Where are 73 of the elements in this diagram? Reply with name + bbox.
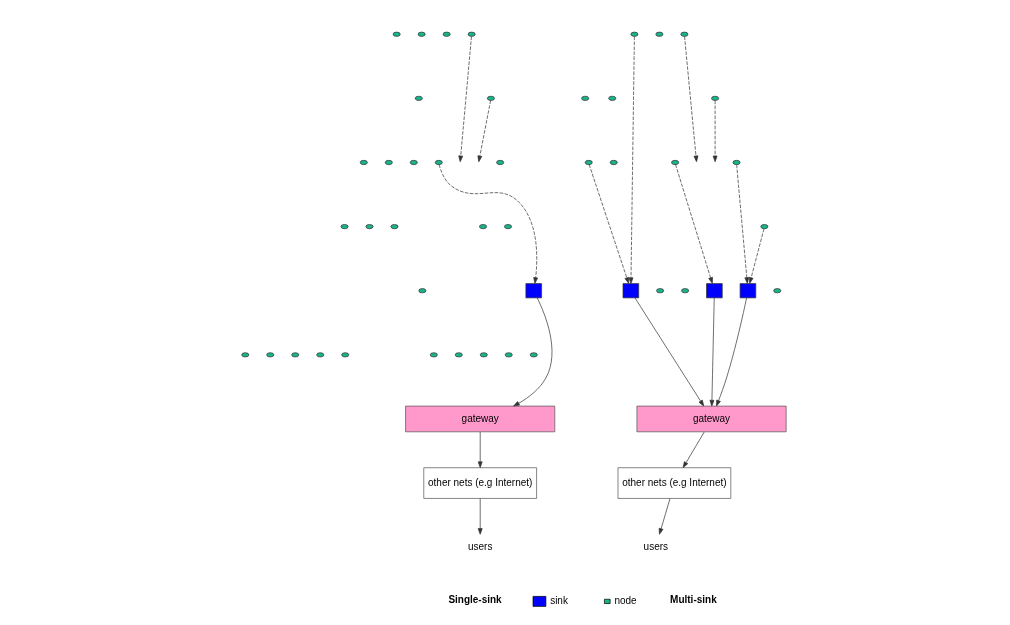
node-circle <box>486 95 495 101</box>
node-circle <box>414 95 423 101</box>
node-box: other nets (e.g Internet) <box>617 467 732 499</box>
node-circle <box>384 160 393 165</box>
node-box <box>525 283 542 299</box>
node-box: other nets (e.g Internet) <box>423 467 537 499</box>
node-circle <box>581 95 590 101</box>
node-circle <box>359 160 368 165</box>
node-circle <box>609 160 618 165</box>
node-circle <box>773 288 782 294</box>
node-box <box>622 283 640 299</box>
node-circle <box>417 31 426 37</box>
legend-label: node <box>614 595 637 607</box>
node-circle <box>681 288 690 294</box>
arrow <box>658 498 671 535</box>
node-circle <box>479 352 488 358</box>
arrow <box>458 36 472 163</box>
node-circle <box>442 31 451 37</box>
arrow <box>634 297 705 407</box>
arrow <box>438 164 538 284</box>
node-circle <box>390 224 399 230</box>
arrow <box>712 100 718 163</box>
arrow <box>477 100 491 163</box>
node-circle <box>504 224 512 230</box>
node-circle <box>479 224 487 230</box>
node-circle <box>365 224 374 230</box>
node-circle <box>418 288 427 294</box>
arrow <box>682 431 705 468</box>
node-circle <box>711 95 720 101</box>
node-circle <box>467 31 476 37</box>
node-box <box>706 283 723 299</box>
arrow <box>675 164 713 284</box>
arrow <box>513 297 553 407</box>
node-circle <box>409 160 418 165</box>
node-circle <box>434 160 443 165</box>
node-circle <box>671 160 680 165</box>
node-circle <box>454 352 463 358</box>
label: Multi-sink <box>670 593 717 605</box>
node-circle <box>316 352 325 358</box>
node-circle <box>630 31 639 37</box>
arrow <box>477 431 483 468</box>
node-box <box>739 283 757 299</box>
arrow <box>477 498 483 535</box>
node-text: users <box>467 540 493 552</box>
arrow <box>748 228 765 284</box>
node-circle <box>392 31 401 37</box>
node-box: gateway <box>405 405 556 433</box>
node-circle <box>656 288 665 294</box>
arrow <box>588 164 630 284</box>
legend-label: sink <box>550 595 568 607</box>
arrow <box>709 297 715 407</box>
node-circle <box>584 160 593 165</box>
node-text: users <box>643 540 669 552</box>
arrow <box>684 36 699 163</box>
node-circle <box>680 31 689 37</box>
node-circle <box>340 224 349 230</box>
node-circle <box>732 160 741 165</box>
node-box: gateway <box>636 405 787 433</box>
node-circle <box>529 352 538 358</box>
node-circle <box>341 352 350 358</box>
node-circle <box>241 352 250 358</box>
arrow <box>716 297 747 407</box>
node-circle <box>266 352 275 358</box>
node-circle <box>760 224 769 230</box>
label: Single-sink <box>448 593 502 605</box>
node-circle <box>504 352 513 358</box>
arrow <box>736 164 750 284</box>
node-circle <box>655 31 664 37</box>
node-circle <box>496 160 505 165</box>
node-circle <box>291 352 300 358</box>
node-circle <box>429 352 438 358</box>
arrow <box>628 36 635 284</box>
node-circle <box>608 95 617 101</box>
